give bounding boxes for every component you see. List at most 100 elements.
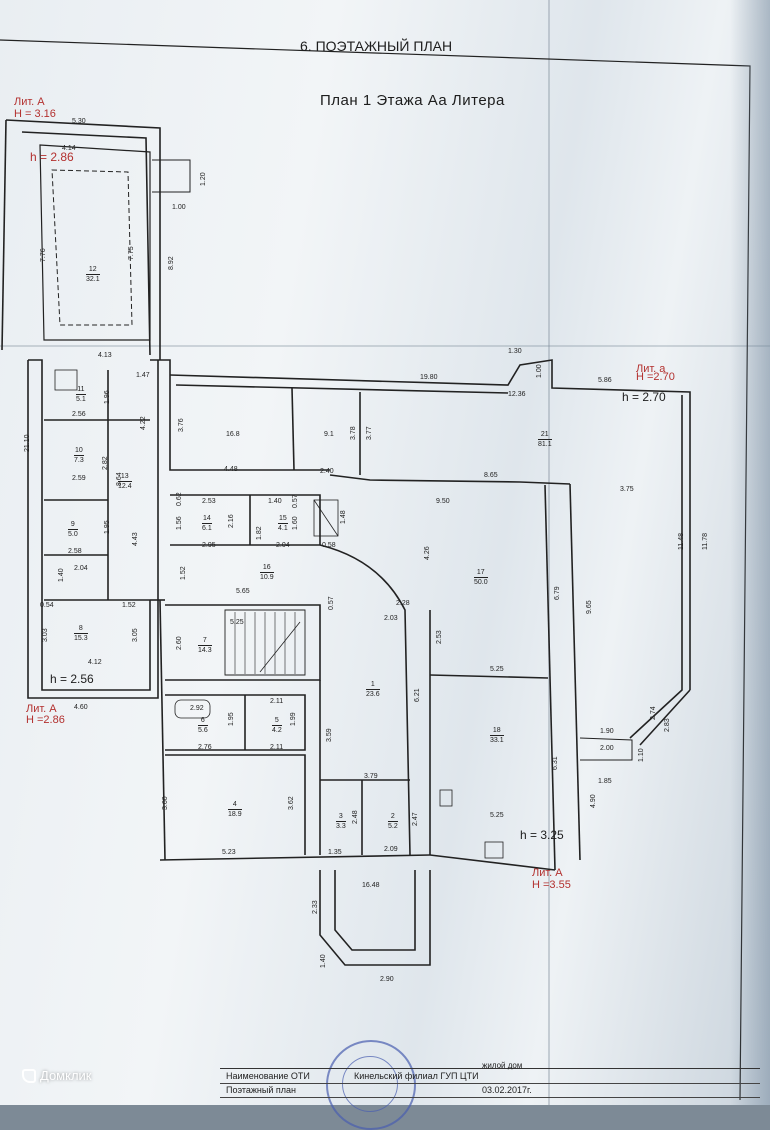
dim-2110: 21.10 bbox=[24, 434, 31, 452]
dim-185: 1.85 bbox=[598, 778, 612, 785]
dim-199: 1.99 bbox=[290, 712, 297, 726]
title-block-org: Кинельский филиал ГУП ЦТИ bbox=[354, 1071, 479, 1081]
h-256-label: h = 2.56 bbox=[50, 672, 94, 686]
dim-864: 8.64 bbox=[116, 472, 123, 486]
dim-422: 4.22 bbox=[140, 416, 147, 430]
paper-fold-horizontal bbox=[0, 345, 770, 347]
dim-057: 0.57 bbox=[292, 494, 299, 508]
domclick-watermark: Домклик bbox=[22, 1068, 92, 1083]
dim-460: 4.60 bbox=[74, 704, 88, 711]
h-270-label: h = 2.70 bbox=[622, 390, 666, 404]
dim-290: 2.90 bbox=[380, 976, 394, 983]
dim-376: 3.76 bbox=[178, 418, 185, 432]
dim-248: 2.48 bbox=[352, 810, 359, 824]
dim-140b: 1.40 bbox=[58, 568, 65, 582]
dim-148: 1.48 bbox=[340, 510, 347, 524]
dim-282: 2.82 bbox=[102, 456, 109, 470]
dim-679: 6.79 bbox=[554, 586, 561, 600]
lit-a-right-label: Лит. а bbox=[636, 363, 666, 375]
dim-1178: 11.78 bbox=[702, 533, 709, 550]
dim-209: 2.09 bbox=[384, 846, 398, 853]
dim-775: 7.75 bbox=[128, 246, 135, 260]
dim-253: 2.53 bbox=[202, 498, 216, 505]
dim-100b: 1.00 bbox=[536, 364, 543, 378]
dim-233: 2.33 bbox=[312, 900, 319, 914]
dim-228: 2.28 bbox=[396, 600, 410, 607]
dim-211b: 2.11 bbox=[270, 744, 284, 751]
dim-130: 1.30 bbox=[508, 348, 522, 355]
h-top-label: Н = 3.16 bbox=[14, 108, 56, 120]
dim-058: 0.58 bbox=[322, 542, 336, 549]
dim-190: 1.90 bbox=[600, 728, 614, 735]
title-block-object: жилой дом bbox=[482, 1061, 523, 1070]
dim-240: 2.40 bbox=[320, 468, 334, 475]
dim-152: 1.52 bbox=[180, 566, 187, 580]
dim-1980: 19.80 bbox=[420, 374, 438, 381]
dim-443: 4.43 bbox=[132, 532, 139, 546]
dim-359: 3.59 bbox=[326, 728, 333, 742]
dim-196: 1.96 bbox=[104, 390, 111, 404]
dim-120: 1.20 bbox=[200, 172, 207, 186]
dim-303: 3.03 bbox=[42, 628, 49, 642]
dim-062: 0.62 bbox=[176, 492, 183, 506]
lit-a-left-label: Лит. А bbox=[26, 703, 57, 715]
dim-586: 5.86 bbox=[598, 377, 612, 384]
dim-525: 5.25 bbox=[230, 619, 244, 626]
dim-776: 7.76 bbox=[40, 248, 47, 262]
dim-621: 6.21 bbox=[414, 688, 421, 702]
dim-100: 1.00 bbox=[172, 204, 186, 211]
h-286-left-label: Н =2.86 bbox=[26, 714, 65, 726]
dim-362: 3.62 bbox=[288, 796, 295, 810]
dim-1648: 16.48 bbox=[362, 882, 380, 889]
dim-204: 2.04 bbox=[276, 542, 290, 549]
dim-140c: 1.40 bbox=[320, 954, 327, 968]
dim-377: 3.77 bbox=[366, 426, 373, 440]
dim-152b: 1.52 bbox=[122, 602, 136, 609]
lit-a-bottom-label: Лит. А bbox=[532, 867, 563, 879]
dim-110: 1.10 bbox=[638, 748, 645, 762]
dim-276: 2.76 bbox=[198, 744, 212, 751]
room-16-8: 16.8 bbox=[226, 431, 240, 438]
h-286-top-label: h = 2.86 bbox=[30, 150, 74, 164]
dim-413: 4.13 bbox=[98, 352, 112, 359]
dim-200: 2.00 bbox=[600, 745, 614, 752]
dim-203: 2.03 bbox=[384, 615, 398, 622]
dim-565: 5.65 bbox=[236, 588, 250, 595]
dim-216: 2.16 bbox=[228, 514, 235, 528]
dim-305: 3.05 bbox=[132, 628, 139, 642]
dim-379: 3.79 bbox=[364, 773, 378, 780]
dim-360: 3.60 bbox=[162, 796, 169, 810]
dim-211: 2.11 bbox=[270, 698, 284, 705]
title-block-row2-label: Поэтажный план bbox=[226, 1085, 296, 1095]
dim-156: 1.56 bbox=[176, 516, 183, 530]
dim-530: 5.30 bbox=[72, 118, 86, 125]
dim-950: 9.50 bbox=[436, 498, 450, 505]
dim-865: 8.65 bbox=[484, 472, 498, 479]
title-block-name-label: Наименование ОТИ bbox=[226, 1071, 310, 1081]
dim-260: 2.60 bbox=[176, 636, 183, 650]
dim-448: 4.48 bbox=[224, 466, 238, 473]
title-block: Наименование ОТИ Кинельский филиал ГУП Ц… bbox=[220, 1061, 760, 1109]
dim-375: 3.75 bbox=[620, 486, 634, 493]
dim-412: 4.12 bbox=[88, 659, 102, 666]
dim-378: 3.78 bbox=[350, 426, 357, 440]
dim-965: 9.65 bbox=[586, 600, 593, 614]
dim-525c: 5.25 bbox=[490, 812, 504, 819]
dim-140: 1.40 bbox=[268, 498, 282, 505]
paper-shadow bbox=[730, 0, 770, 1105]
